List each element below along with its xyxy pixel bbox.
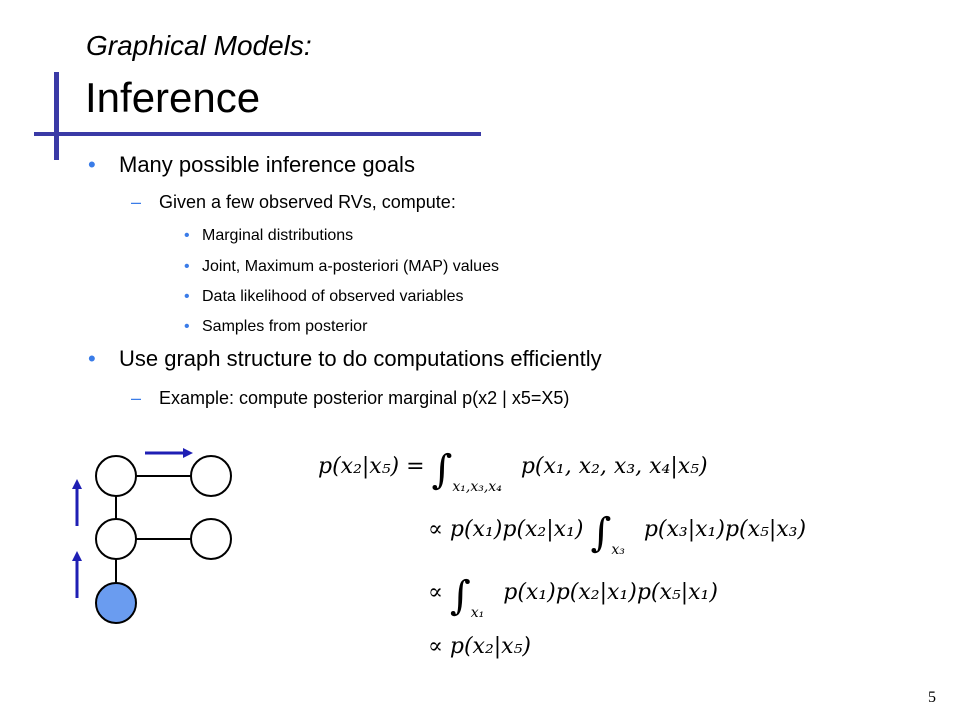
equation-line-2: ∝ p(x₁)p(x₂|x₁) ∫x₃ p(x₃|x₁)p(x₅|x₃) bbox=[428, 513, 807, 565]
bullet-text: Samples from posterior bbox=[202, 318, 368, 335]
equation-rhs: p(x₃|x₁)p(x₅|x₃) bbox=[643, 517, 807, 542]
node-x2 bbox=[190, 455, 232, 497]
integral-sign: ∫ bbox=[449, 573, 471, 619]
bullet-text: Use graph structure to do computations e… bbox=[119, 346, 602, 371]
equation-line-4: ∝ p(x₂|x₅) bbox=[428, 632, 531, 662]
slide-title: Inference bbox=[85, 74, 261, 121]
bullet-text: Many possible inference goals bbox=[119, 152, 415, 177]
title-accent-horizontal bbox=[34, 132, 481, 136]
equation-rhs: p(x₁)p(x₂|x₁)p(x₅|x₁) bbox=[503, 580, 718, 605]
bullet-item: – Example: compute posterior marginal p(… bbox=[131, 386, 570, 410]
bullet-text: Example: compute posterior marginal p(x2… bbox=[159, 388, 570, 408]
equation-line-3: ∝ ∫x₁ p(x₁)p(x₂|x₁)p(x₅|x₁) bbox=[428, 576, 718, 628]
integral-sign: ∫ bbox=[431, 447, 453, 493]
node-x1 bbox=[95, 455, 137, 497]
node-x4 bbox=[190, 518, 232, 560]
bullet-mark: • bbox=[184, 258, 190, 275]
bullet-text: Data likelihood of observed variables bbox=[202, 288, 464, 305]
integral-subscript: x₃ bbox=[611, 542, 625, 558]
node-x3 bbox=[95, 518, 137, 560]
bullet-text: Marginal distributions bbox=[202, 227, 354, 244]
equation-prefix: ∝ bbox=[428, 580, 443, 605]
bullet-item: – Given a few observed RVs, compute: bbox=[131, 190, 456, 214]
bullet-mark: • bbox=[184, 318, 190, 335]
bullet-mark: • bbox=[184, 227, 190, 244]
bullet-item: • Marginal distributions bbox=[184, 226, 354, 246]
integral-subscript: x₁,x₃,x₄ bbox=[452, 479, 502, 495]
page-number: 5 bbox=[928, 689, 936, 706]
equation-result: ∝ p(x₂|x₅) bbox=[428, 634, 531, 659]
bullet-item: • Many possible inference goals bbox=[88, 151, 415, 179]
bullet-item: • Data likelihood of observed variables bbox=[184, 287, 464, 307]
equation-line-1: p(x₂|x₅) = ∫x₁,x₃,x₄ p(x₁, x₂, x₃, x₄|x₅… bbox=[318, 450, 708, 502]
slide-title-prefix: Graphical Models: bbox=[86, 30, 312, 61]
equation-lhs: p(x₂|x₅) = bbox=[318, 454, 425, 479]
graphical-model-diagram bbox=[72, 448, 232, 624]
integral-subscript: x₁ bbox=[470, 605, 485, 621]
integral-sign: ∫ bbox=[590, 510, 612, 556]
bullet-mark: • bbox=[88, 152, 96, 177]
node-x5-observed bbox=[95, 582, 137, 624]
equation-prefix: ∝ p(x₁)p(x₂|x₁) bbox=[428, 517, 584, 542]
equation-rhs: p(x₁, x₂, x₃, x₄|x₅) bbox=[520, 454, 708, 479]
bullet-item: • Samples from posterior bbox=[184, 317, 368, 337]
bullet-text: Joint, Maximum a-posteriori (MAP) values bbox=[202, 258, 499, 275]
bullet-text: Given a few observed RVs, compute: bbox=[159, 192, 456, 212]
bullet-item: • Use graph structure to do computations… bbox=[88, 345, 602, 373]
bullet-item: • Joint, Maximum a-posteriori (MAP) valu… bbox=[184, 257, 499, 277]
bullet-mark: • bbox=[88, 346, 96, 371]
bullet-mark: – bbox=[131, 388, 142, 408]
title-accent-vertical bbox=[54, 72, 59, 160]
bullet-mark: – bbox=[131, 192, 142, 212]
bullet-mark: • bbox=[184, 288, 190, 305]
